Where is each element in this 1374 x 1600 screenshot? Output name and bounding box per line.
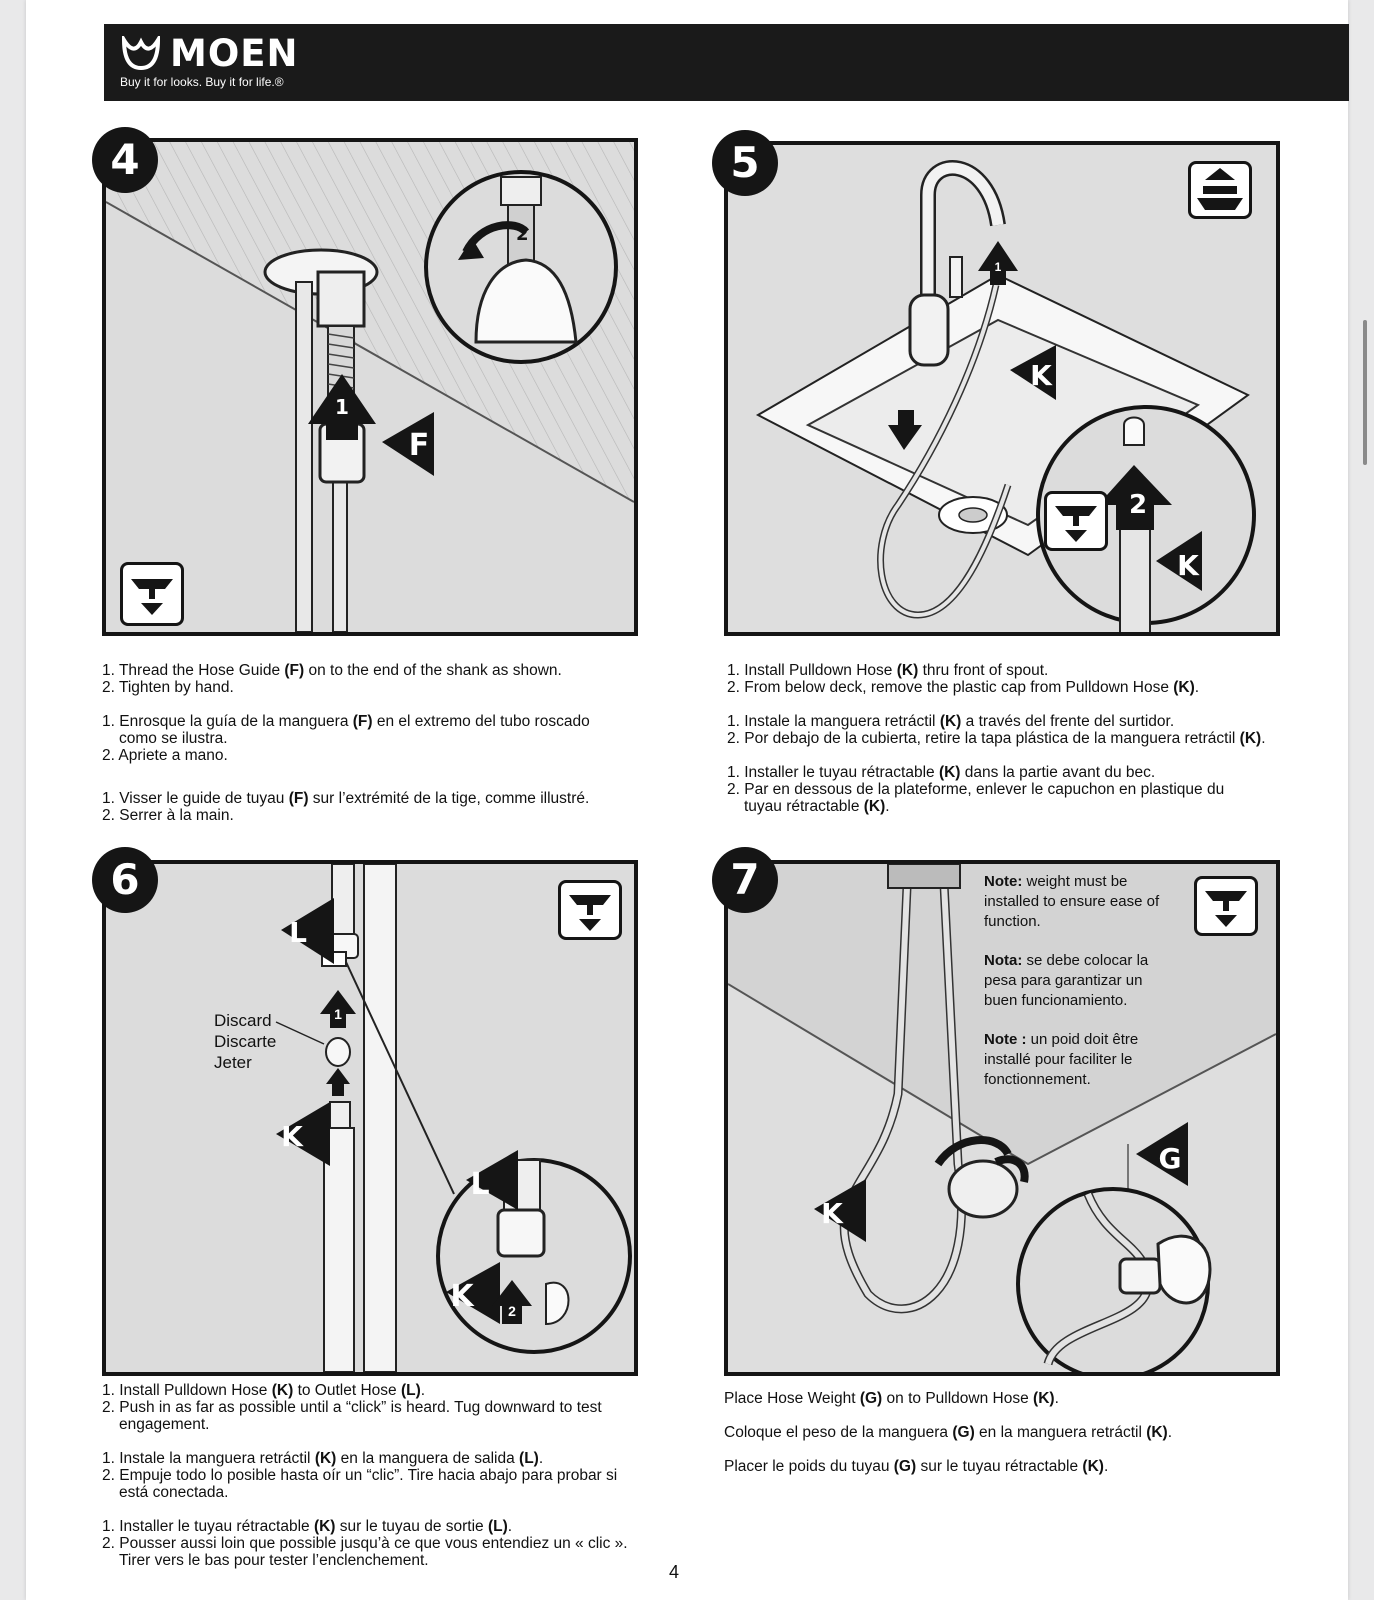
step-7-instructions: Place Hose Weight (G) on to Pulldown Hos…: [724, 1382, 1172, 1484]
instruction-line: Tirer vers le bas pour tester l’enclench…: [119, 1552, 429, 1569]
instruction-line: 1. Installer le tuyau rétractable (K) su…: [102, 1518, 513, 1535]
instruction-line: como se ilustra.: [119, 730, 228, 747]
note-text-en: weight must be installed to ensure ease …: [984, 873, 1160, 930]
discard-label: Discard Discarte Jeter: [214, 1010, 276, 1073]
page-number: 4: [669, 1562, 680, 1582]
instruction-line: Placer le poids du tuyau (G) sur le tuya…: [724, 1458, 1109, 1475]
step-6-illustration: 1 L K L K 2: [102, 860, 638, 1376]
svg-text:2: 2: [508, 1303, 516, 1319]
note-label-fr: Note :: [984, 1031, 1027, 1048]
instruction-line: 1. Instale la manguera retráctil (K) a t…: [727, 713, 1175, 730]
instruction-line: Coloque el peso de la manguera (G) en la…: [724, 1424, 1173, 1441]
instruction-line: 2. Por debajo de la cubierta, retire la …: [727, 730, 1266, 747]
svg-text:K: K: [1030, 359, 1053, 392]
brand-name: MOEN: [170, 32, 299, 75]
below-deck-icon: [120, 562, 184, 626]
instruction-line: 1. Enrosque la guía de la manguera (F) e…: [102, 713, 590, 730]
instruction-line: 1. Instale la manguera retráctil (K) en …: [102, 1450, 544, 1467]
below-deck-icon: [1194, 876, 1258, 936]
instruction-line: 1. Thread the Hose Guide (F) on to the e…: [102, 662, 562, 679]
moen-logo-icon: [121, 36, 161, 71]
step-7-number: 7: [712, 847, 778, 913]
instruction-line: tuyau rétractable (K).: [744, 798, 890, 815]
instruction-line: 2. Serrer à la main.: [102, 807, 234, 824]
svg-text:G: G: [1159, 1142, 1182, 1175]
svg-text:2: 2: [1129, 490, 1147, 520]
instruction-line: 2. From below deck, remove the plastic c…: [727, 679, 1200, 696]
note-text-es: se debe colocar la pesa para garantizar …: [984, 952, 1149, 1009]
instruction-line: está conectada.: [119, 1484, 229, 1501]
svg-text:1: 1: [995, 260, 1002, 274]
svg-text:L: L: [470, 1167, 489, 1202]
svg-text:K: K: [281, 1120, 304, 1153]
instruction-line: 1. Visser le guide de tuyau (F) sur l’ex…: [102, 790, 590, 807]
svg-text:K: K: [821, 1197, 844, 1230]
step-5-number: 5: [712, 130, 778, 196]
scrollbar[interactable]: [1363, 320, 1367, 465]
instruction-line: 2. Apriete a mano.: [102, 747, 228, 764]
instruction-line: 2. Tighten by hand.: [102, 679, 234, 696]
hand-icon: [1156, 1234, 1212, 1305]
header-banner: MOEN Buy it for looks. Buy it for life.®: [104, 24, 1349, 101]
note-label-es: Nota:: [984, 952, 1023, 969]
instruction-line: 2. Pousser aussi loin que possible jusqu…: [102, 1535, 628, 1552]
svg-text:K: K: [1177, 549, 1200, 582]
below-deck-icon: [558, 880, 622, 940]
svg-text:K: K: [450, 1279, 475, 1314]
svg-text:F: F: [409, 428, 430, 463]
step-5-instructions: 1. Install Pulldown Hose (K) thru front …: [727, 662, 1266, 815]
discard-label-fr: Jeter: [214, 1053, 252, 1072]
svg-text:1: 1: [335, 395, 349, 419]
instruction-line: engagement.: [119, 1416, 210, 1433]
note-text-fr: un poid doit être installé pour facilite…: [984, 1031, 1139, 1088]
note-label-en: Note:: [984, 873, 1023, 890]
above-deck-icon: [1188, 161, 1252, 219]
svg-text:2: 2: [516, 224, 529, 245]
step-7-illustration: K G: [724, 860, 1280, 1376]
instruction-line: 2. Push in as far as possible until a “c…: [102, 1399, 602, 1416]
step-4-number: 4: [92, 127, 158, 193]
instruction-line: 1. Installer le tuyau rétractable (K) da…: [727, 764, 1156, 781]
hand-icon: [474, 258, 578, 344]
svg-text:1: 1: [334, 1006, 342, 1022]
discard-label-es: Discarte: [214, 1032, 277, 1051]
step-6-instructions: 1. Install Pulldown Hose (K) to Outlet H…: [102, 1382, 628, 1569]
brand-tagline: Buy it for looks. Buy it for life.®: [120, 75, 284, 89]
step-4-illustration: 1 F 2: [102, 138, 638, 636]
below-deck-icon: [1044, 491, 1108, 551]
step-5-illustration: 1 K 2 K: [724, 141, 1280, 636]
instruction-line: 1. Install Pulldown Hose (K) to Outlet H…: [102, 1382, 426, 1399]
discard-label-en: Discard: [214, 1011, 272, 1030]
instruction-line: Place Hose Weight (G) on to Pulldown Hos…: [724, 1390, 1059, 1407]
instruction-line: 1. Install Pulldown Hose (K) thru front …: [727, 662, 1049, 679]
step-6-number: 6: [92, 847, 158, 913]
instruction-line: 2. Empuje todo lo posible hasta oír un “…: [102, 1467, 618, 1484]
svg-text:L: L: [289, 916, 307, 949]
step-4-instructions: 1. Thread the Hose Guide (F) on to the e…: [102, 662, 590, 824]
weight-note: Note: weight must be installed to ensure…: [984, 872, 1174, 1109]
instruction-line: 2. Par en dessous de la plateforme, enle…: [727, 781, 1225, 798]
